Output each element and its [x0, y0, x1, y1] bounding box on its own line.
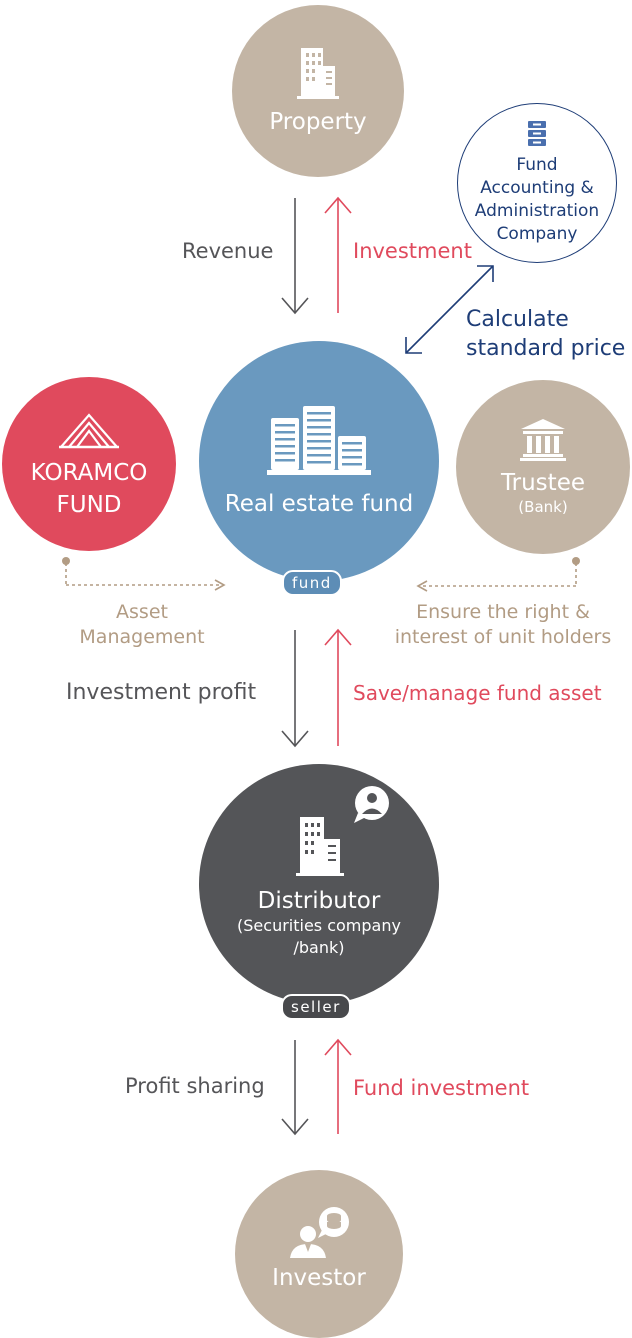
person-bubble-icon	[354, 786, 389, 823]
koramco-dot	[62, 557, 70, 565]
investment-profit-label: Investment profit	[66, 680, 257, 705]
office-icon	[296, 817, 344, 876]
revenue-arrow	[281, 198, 309, 315]
asset-management-connector	[65, 563, 226, 591]
investment-profit-arrow	[281, 630, 309, 748]
property-node: Property	[232, 5, 404, 177]
investment-label: Investment	[353, 239, 472, 263]
asset-line1: Asset	[116, 601, 168, 623]
trustee-dot	[572, 557, 580, 565]
trustee-connector	[416, 563, 577, 592]
calculate-price-arrow	[405, 265, 494, 354]
distributor-sub1: (Securities company	[237, 916, 401, 935]
building-icon	[297, 48, 339, 99]
fund-investment-arrow	[324, 1038, 352, 1134]
investor-label: Investor	[272, 1265, 366, 1291]
real-estate-fund-label: Real estate fund	[224, 491, 414, 517]
property-label: Property	[269, 109, 367, 135]
investment-arrow	[324, 196, 352, 313]
fund-admin-line1: Fund	[516, 155, 558, 175]
distributor-label: Distributor	[257, 888, 381, 914]
fund-admin-line4: Company	[496, 224, 578, 244]
fund-admin-node: Fund Accounting & Administration Company	[457, 103, 617, 263]
trustee-label: Trustee	[500, 470, 585, 496]
ensure-line1: Ensure the right &	[416, 601, 590, 623]
koramco-fund-node: KORAMCO FUND	[2, 377, 176, 551]
distributor-sub2: /bank)	[293, 938, 345, 957]
koramco-line1: KORAMCO	[30, 460, 148, 486]
ensure-rights-label: Ensure the right & interest of unit hold…	[376, 600, 630, 650]
server-icon	[528, 121, 546, 146]
trustee-node: Trustee (Bank)	[456, 380, 630, 554]
real-estate-fund-node: Real estate fund	[199, 341, 439, 581]
fund-badge: fund	[282, 570, 342, 596]
asset-line2: Management	[79, 626, 205, 648]
calculate-line1: Calculate	[466, 307, 569, 332]
calculate-line2: standard price	[466, 336, 626, 361]
save-manage-arrow	[324, 628, 352, 746]
fund-admin-line2: Accounting &	[480, 178, 594, 198]
save-manage-label: Save/manage fund asset	[353, 681, 602, 705]
distributor-node: Distributor (Securities company /bank)	[199, 764, 439, 1004]
city-buildings-icon	[267, 406, 371, 475]
ensure-line2: interest of unit holders	[394, 626, 612, 648]
profit-sharing-label: Profit sharing	[125, 1074, 265, 1098]
fund-investment-label: Fund investment	[353, 1076, 530, 1100]
trustee-sublabel: (Bank)	[518, 498, 568, 516]
seller-badge: seller	[281, 994, 351, 1020]
calculate-price-label: Calculate standard price	[466, 305, 625, 363]
profit-sharing-arrow	[281, 1040, 309, 1136]
distributor-icon-group	[264, 786, 389, 879]
koramco-logo-icon	[59, 413, 119, 449]
bank-icon	[520, 419, 566, 461]
koramco-line2: FUND	[56, 492, 122, 518]
investor-node: Investor	[235, 1170, 403, 1338]
investor-icon	[290, 1207, 349, 1258]
revenue-label: Revenue	[182, 239, 274, 263]
asset-management-label: Asset Management	[60, 600, 224, 650]
fund-admin-line3: Administration	[474, 201, 600, 221]
